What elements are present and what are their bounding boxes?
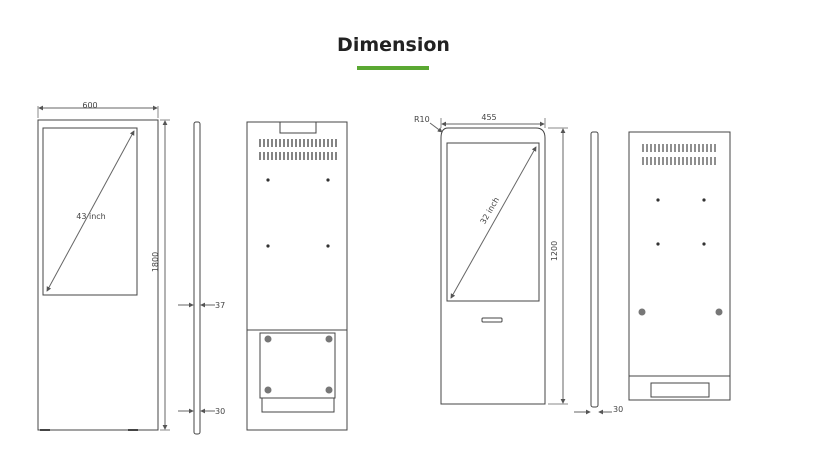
title-underline [357, 66, 429, 70]
large-back-view [246, 121, 348, 431]
large-diagonal-label: 43 inch [76, 212, 105, 221]
small-diagonal-label: 32 inch [479, 196, 502, 226]
small-back-view [628, 131, 731, 401]
large-height-label: 1800 [151, 252, 160, 272]
large-side-view [178, 121, 215, 435]
small-radius-label: R10 [414, 115, 430, 124]
small-depth-label: 30 [613, 405, 623, 414]
small-width-label: 455 [481, 113, 496, 122]
large-depth-top-label: 37 [215, 301, 225, 310]
large-width-label: 600 [82, 101, 97, 110]
small-side-view [574, 131, 612, 415]
small-height-label: 1200 [550, 241, 559, 261]
large-front-view [37, 105, 170, 431]
small-front-view [429, 118, 568, 405]
page-title: Dimension [337, 34, 450, 56]
large-depth-bottom-label: 30 [215, 407, 225, 416]
